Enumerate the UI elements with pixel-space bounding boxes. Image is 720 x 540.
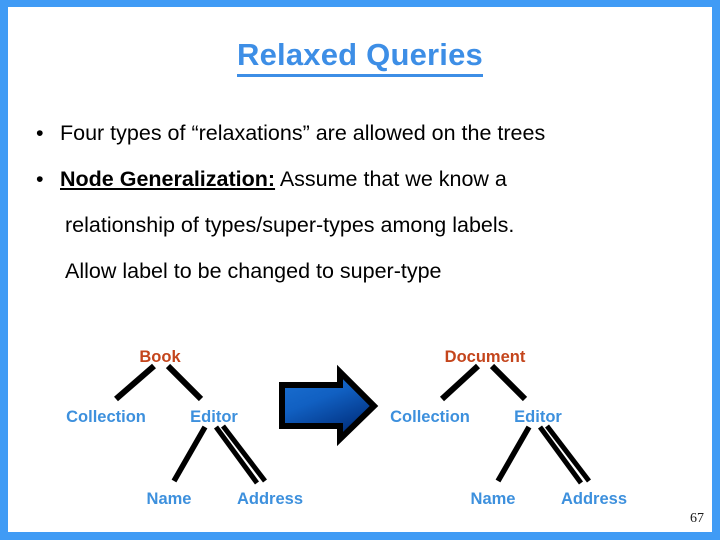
bullet-marker-icon: • xyxy=(36,167,44,191)
right-tree-child-collection-label: Collection xyxy=(390,408,470,426)
bullet-item-2-lead: Node Generalization: xyxy=(60,167,276,191)
bullet-marker-icon: • xyxy=(36,121,44,145)
right-tree-child-editor-label: Editor xyxy=(514,408,562,426)
transform-arrow-icon xyxy=(279,364,379,447)
page-title: Relaxed Queries xyxy=(8,37,712,77)
bullet-item-1-text: Four types of “relaxations” are allowed … xyxy=(60,121,546,145)
left-tree-root-label: Book xyxy=(139,348,181,366)
right-tree-edges xyxy=(439,363,591,485)
continuation-line-2: Allow label to be changed to super-type xyxy=(65,259,442,283)
right-tree-grandchild-address-label: Address xyxy=(560,490,628,508)
page-title-text: Relaxed Queries xyxy=(237,37,483,77)
bullet-item-2: • Node Generalization: Assume that we kn… xyxy=(20,156,710,202)
left-tree-grandchild-name-label: Name xyxy=(146,490,192,508)
left-tree-edges xyxy=(114,363,267,485)
bullet-item-1: • Four types of “relaxations” are allowe… xyxy=(20,110,710,156)
page-number: 67 xyxy=(690,511,704,526)
bullet-item-2-text: Assume that we know a xyxy=(275,167,507,191)
left-tree-child-collection-label: Collection xyxy=(66,408,146,426)
right-tree-root-label: Document xyxy=(444,348,526,366)
body-text-block: • Four types of “relaxations” are allowe… xyxy=(20,110,710,294)
left-tree-child-editor-label: Editor xyxy=(190,408,238,426)
left-tree-grandchild-address-label: Address xyxy=(236,490,304,508)
right-tree-grandchild-name-label: Name xyxy=(470,490,516,508)
continuation-line-1: relationship of types/super-types among … xyxy=(65,213,515,237)
